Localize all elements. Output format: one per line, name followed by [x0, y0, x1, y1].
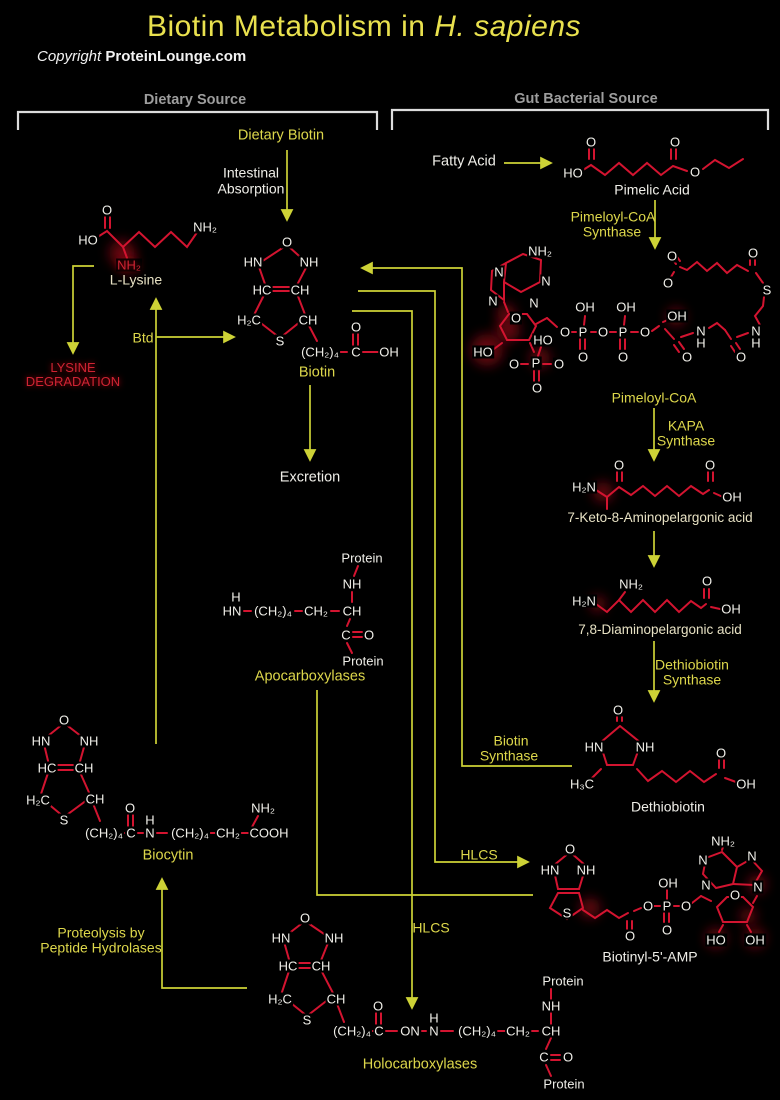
bond-line — [633, 907, 642, 912]
bond-line — [251, 815, 259, 828]
bond-line — [548, 892, 585, 921]
bond-line — [735, 342, 741, 350]
section-bracket — [390, 108, 770, 130]
bond-line — [700, 895, 712, 902]
bond-line — [595, 598, 707, 614]
bond-line — [708, 321, 726, 331]
bond-line — [753, 296, 765, 326]
copyright-brand: ProteinLounge.com — [105, 48, 247, 65]
bracket-layer — [16, 108, 770, 130]
bond-line — [651, 325, 660, 332]
bond-line — [503, 301, 509, 313]
copyright-line: Copyright ProteinLounge.com — [37, 48, 246, 65]
bond-line — [493, 342, 503, 350]
bond-line — [279, 967, 336, 1018]
red-glow — [667, 308, 685, 326]
section-header-gut-bacterial: Gut Bacterial Source — [514, 91, 658, 107]
bond-line — [701, 851, 739, 890]
bond-line — [670, 271, 675, 278]
bond-line — [724, 777, 737, 783]
red-glow — [119, 255, 137, 273]
arrow-hlcs-to-holocarboxylases — [352, 310, 419, 1010]
bond-line — [618, 591, 626, 601]
bond-line — [752, 895, 758, 904]
bond-line — [713, 492, 724, 498]
red-glow — [745, 928, 765, 948]
bond-line — [595, 484, 710, 499]
bond-line — [664, 328, 675, 340]
bond-line — [346, 642, 353, 654]
red-glow — [580, 898, 600, 918]
bond-line — [545, 1064, 552, 1077]
bond-line — [746, 924, 752, 933]
bond-line — [281, 920, 332, 964]
bond-line — [672, 259, 677, 265]
red-glow — [593, 482, 613, 502]
arrow-layer — [66, 150, 662, 1010]
bond-line — [335, 1000, 345, 1023]
red-glow — [471, 334, 503, 366]
bond-line — [346, 618, 351, 627]
bond-line — [755, 272, 764, 284]
bond-line — [691, 895, 702, 904]
bond-line — [91, 800, 101, 822]
arrow-hlcs-to-biotinyl-amp — [358, 290, 530, 869]
bond-line — [715, 896, 755, 923]
section-header-dietary: Dietary Source — [143, 92, 247, 108]
bond-line — [583, 315, 586, 326]
bond-line — [305, 319, 318, 342]
bond-line — [598, 725, 643, 766]
arrow-lysine-degradation — [66, 265, 94, 355]
bond-line — [724, 329, 732, 340]
bond-line — [676, 256, 681, 262]
bond-line — [730, 345, 736, 353]
copyright-word: Copyright — [37, 48, 106, 65]
bond-line — [551, 851, 588, 890]
bond-line — [718, 924, 724, 933]
bond-line — [537, 346, 542, 357]
bond-line — [502, 252, 542, 294]
bond-line — [498, 313, 538, 341]
bond-line — [623, 315, 626, 326]
section-bracket — [16, 110, 379, 130]
bond-line — [680, 332, 694, 338]
bond-line — [710, 606, 721, 610]
glow-layer — [109, 240, 766, 948]
bond-line — [721, 846, 724, 851]
bond-line — [679, 260, 749, 275]
bond-line — [535, 317, 548, 325]
bond-line — [678, 341, 685, 350]
bond-line — [636, 768, 717, 784]
page-title: Biotin Metabolism in H. sapiens — [0, 10, 728, 44]
arrow-biotin-synthase — [360, 261, 572, 767]
bond-line — [41, 722, 88, 766]
bond-line — [38, 769, 93, 819]
bond-line — [546, 317, 558, 328]
title-text: Biotin Metabolism in — [146, 10, 435, 43]
bond-line — [251, 290, 308, 340]
arrow-proteolysis — [155, 877, 247, 989]
bond-line — [95, 229, 199, 249]
bond-line — [256, 244, 310, 288]
red-glow — [706, 928, 726, 948]
bond-line — [591, 768, 602, 779]
bond-line — [489, 262, 507, 303]
bond-layer — [38, 147, 765, 1077]
bond-line — [545, 1037, 552, 1050]
title-species: H. sapiens — [434, 10, 582, 43]
bond-line — [122, 246, 128, 259]
line-apocarboxylases — [316, 690, 533, 896]
bond-line — [702, 158, 744, 170]
bond-line — [529, 342, 535, 353]
bond-line — [582, 161, 688, 177]
bond-line — [673, 344, 680, 353]
bond-line — [736, 332, 749, 338]
bond-line — [582, 908, 629, 920]
bond-line — [353, 565, 359, 577]
